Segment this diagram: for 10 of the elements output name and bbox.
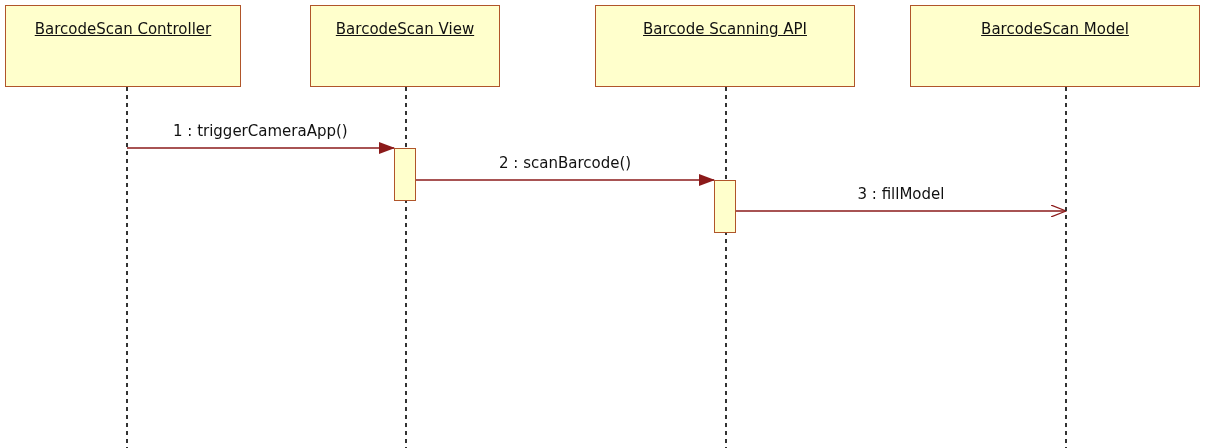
message-label: 1 : triggerCameraApp() <box>171 122 350 140</box>
activation-bar <box>394 148 416 201</box>
activation-bar <box>714 180 736 233</box>
message-arrow <box>126 142 395 154</box>
lifeline-title: BarcodeScan Model <box>981 20 1129 38</box>
lifeline-title: BarcodeScan View <box>335 20 475 38</box>
lifeline-title: BarcodeScan Controller <box>34 20 212 38</box>
message-arrow <box>735 204 1067 218</box>
message-arrow <box>415 174 715 186</box>
lifeline-title: Barcode Scanning API <box>643 20 807 38</box>
